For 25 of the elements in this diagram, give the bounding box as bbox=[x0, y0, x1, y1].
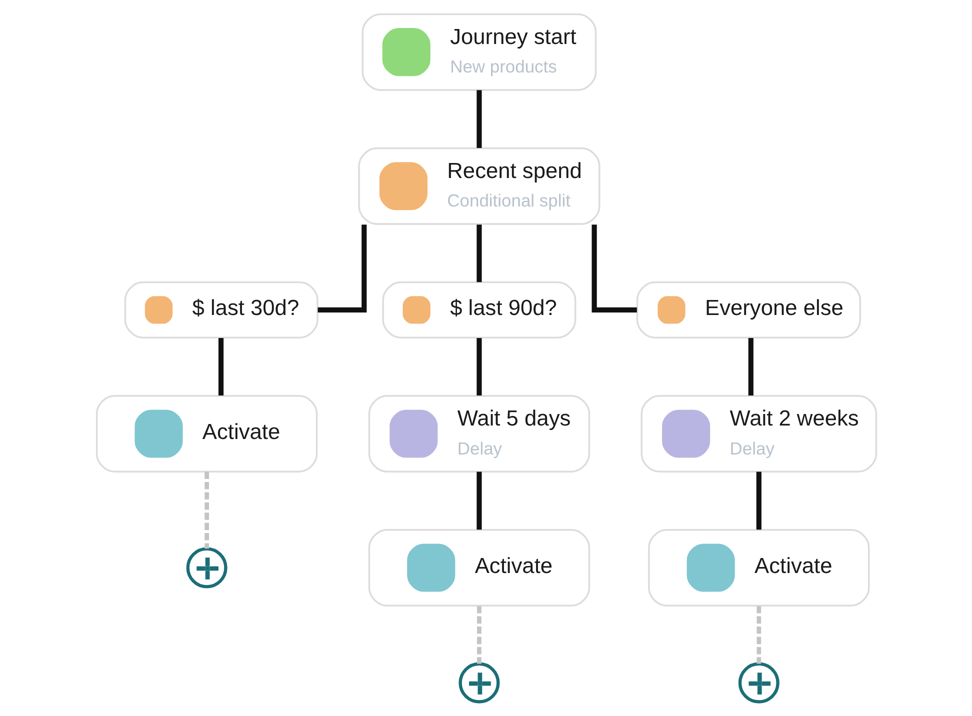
connector bbox=[476, 606, 481, 664]
node-box: Activate bbox=[648, 529, 870, 607]
node-circle bbox=[738, 662, 779, 704]
node-box: Recent spend Conditional split bbox=[358, 147, 600, 225]
node-circle bbox=[186, 547, 227, 588]
connector bbox=[756, 472, 761, 530]
connector bbox=[476, 472, 482, 530]
connector bbox=[218, 338, 224, 396]
node-box: Everyone else bbox=[636, 281, 861, 338]
node-box: Activate bbox=[95, 395, 318, 472]
connector bbox=[476, 90, 482, 148]
node-box: $ last 30d? bbox=[124, 281, 318, 338]
node-box: Wait 2 weeks Delay bbox=[640, 395, 877, 472]
connector bbox=[591, 224, 636, 312]
node-box: Activate bbox=[368, 529, 590, 607]
node-box: Wait 5 days Delay bbox=[368, 395, 590, 472]
connector bbox=[204, 472, 208, 549]
connector bbox=[748, 338, 753, 396]
connector bbox=[476, 338, 482, 396]
connector bbox=[476, 224, 482, 282]
node-box: Journey start New products bbox=[361, 13, 596, 91]
node-box: $ last 90d? bbox=[382, 281, 576, 338]
connector bbox=[756, 606, 761, 664]
connector bbox=[317, 224, 366, 312]
node-circle bbox=[458, 662, 500, 704]
